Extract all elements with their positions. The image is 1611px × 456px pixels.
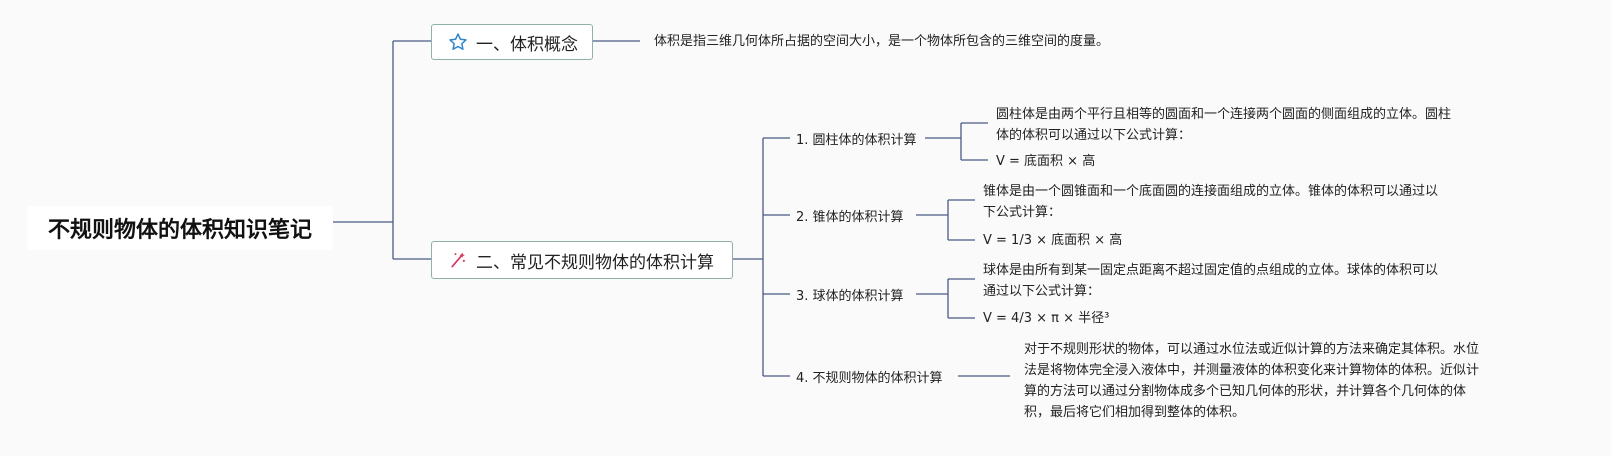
branch-label: 一、体积概念 [476,34,578,55]
cylinder-description[interactable]: 圆柱体是由两个平行且相等的圆面和一个连接两个圆面的侧面组成的立体。圆柱 体的体积… [996,107,1452,143]
branch-irregular-volume-calc[interactable]: 二、常见不规则物体的体积计算 [431,241,733,279]
root-title[interactable]: 不规则物体的体积知识笔记 [27,206,333,250]
branch-volume-concept[interactable]: 一、体积概念 [431,24,593,60]
branch-label: 二、常见不规则物体的体积计算 [476,252,714,273]
cylinder-formula[interactable]: V = 底面积 × 高 [996,154,1096,169]
star-outline-icon [448,32,468,52]
sphere-description[interactable]: 球体是由所有到某一固定点距离不超过固定值的点组成的立体。球体的体积可以 通过以下… [983,263,1439,299]
sub-cylinder-volume[interactable]: 1. 圆柱体的体积计算 [796,133,917,148]
cone-formula[interactable]: V = 1/3 × 底面积 × 高 [983,233,1123,248]
sub-irregular-volume[interactable]: 4. 不规则物体的体积计算 [796,371,943,386]
sub-sphere-volume[interactable]: 3. 球体的体积计算 [796,289,904,304]
cone-description[interactable]: 锥体是由一个圆锥面和一个底面圆的连接面组成的立体。锥体的体积可以通过以 下公式计… [983,184,1439,220]
volume-definition-text[interactable]: 体积是指三维几何体所占据的空间大小，是一个物体所包含的三维空间的度量。 [654,34,1110,49]
sub-cone-volume[interactable]: 2. 锥体的体积计算 [796,210,904,225]
magic-wand-icon [448,250,468,270]
sphere-formula[interactable]: V = 4/3 × π × 半径³ [983,311,1110,326]
irregular-description[interactable]: 对于不规则形状的物体，可以通过水位法或近似计算的方法来确定其体积。水位 法是将物… [1024,342,1480,420]
